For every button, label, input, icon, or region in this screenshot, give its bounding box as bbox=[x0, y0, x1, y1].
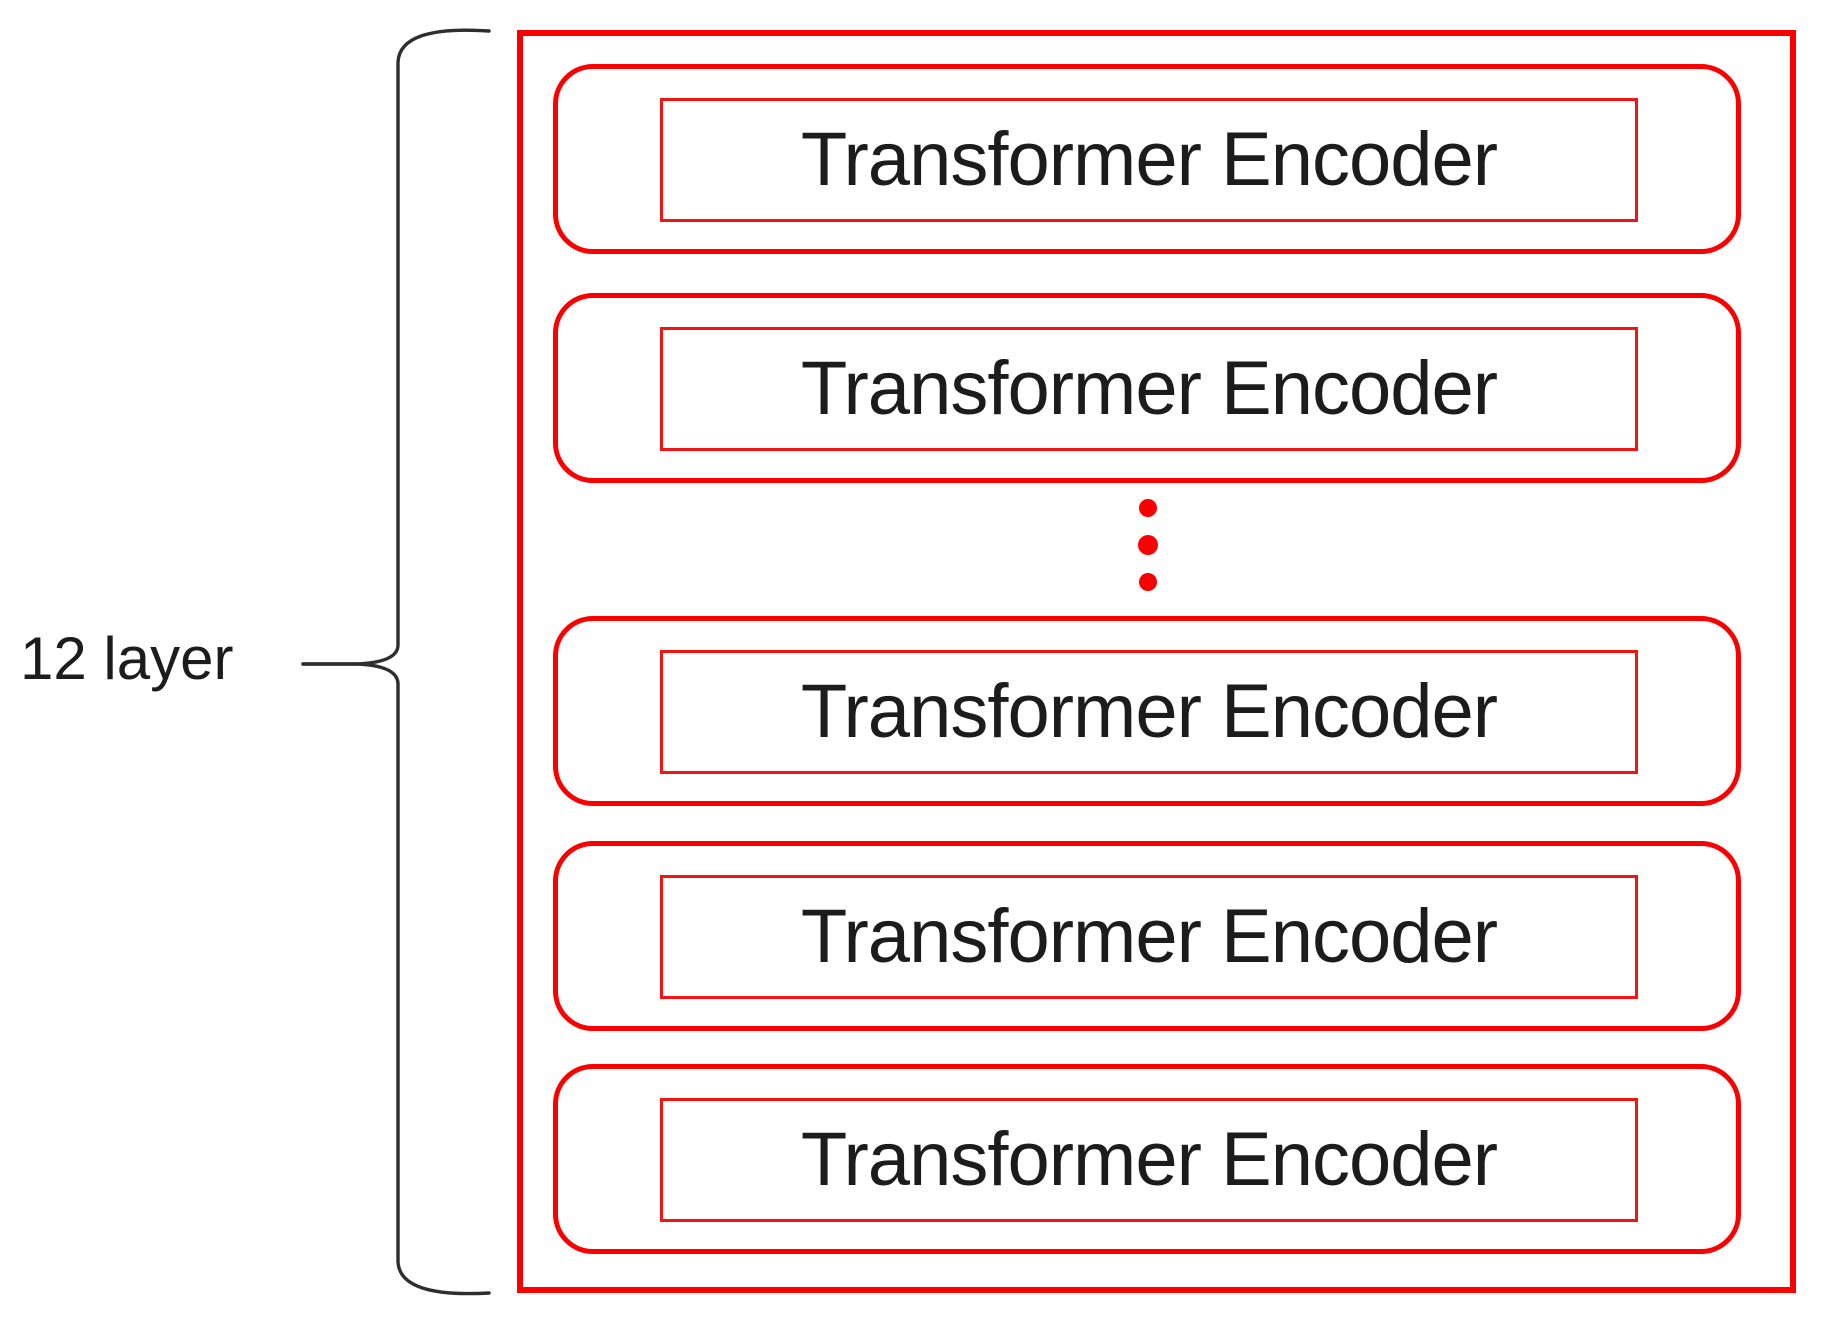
transformer-encoder-inner-box: Transformer Encoder bbox=[660, 327, 1638, 451]
transformer-encoder-inner-box: Transformer Encoder bbox=[660, 1098, 1638, 1222]
transformer-encoder-inner-box: Transformer Encoder bbox=[660, 875, 1638, 999]
transformer-encoder-inner-box: Transformer Encoder bbox=[660, 650, 1638, 774]
transformer-encoder-layer: Transformer Encoder bbox=[553, 1064, 1741, 1254]
transformer-encoder-label: Transformer Encoder bbox=[800, 1117, 1498, 1202]
transformer-encoder-label: Transformer Encoder bbox=[800, 894, 1498, 979]
transformer-encoder-label: Transformer Encoder bbox=[800, 117, 1498, 202]
transformer-encoder-layer: Transformer Encoder bbox=[553, 841, 1741, 1031]
transformer-encoder-label: Transformer Encoder bbox=[800, 669, 1498, 754]
transformer-encoder-layer: Transformer Encoder bbox=[553, 64, 1741, 254]
transformer-encoder-label: Transformer Encoder bbox=[800, 346, 1498, 431]
transformer-encoder-inner-box: Transformer Encoder bbox=[660, 98, 1638, 222]
transformer-encoder-layer: Transformer Encoder bbox=[553, 293, 1741, 483]
encoder-stack-frame: Transformer Encoder Transformer Encoder … bbox=[517, 30, 1796, 1293]
layer-count-label: 12 layer bbox=[20, 625, 234, 692]
vertical-ellipsis-icon bbox=[1138, 499, 1158, 591]
transformer-encoder-layer: Transformer Encoder bbox=[553, 616, 1741, 806]
